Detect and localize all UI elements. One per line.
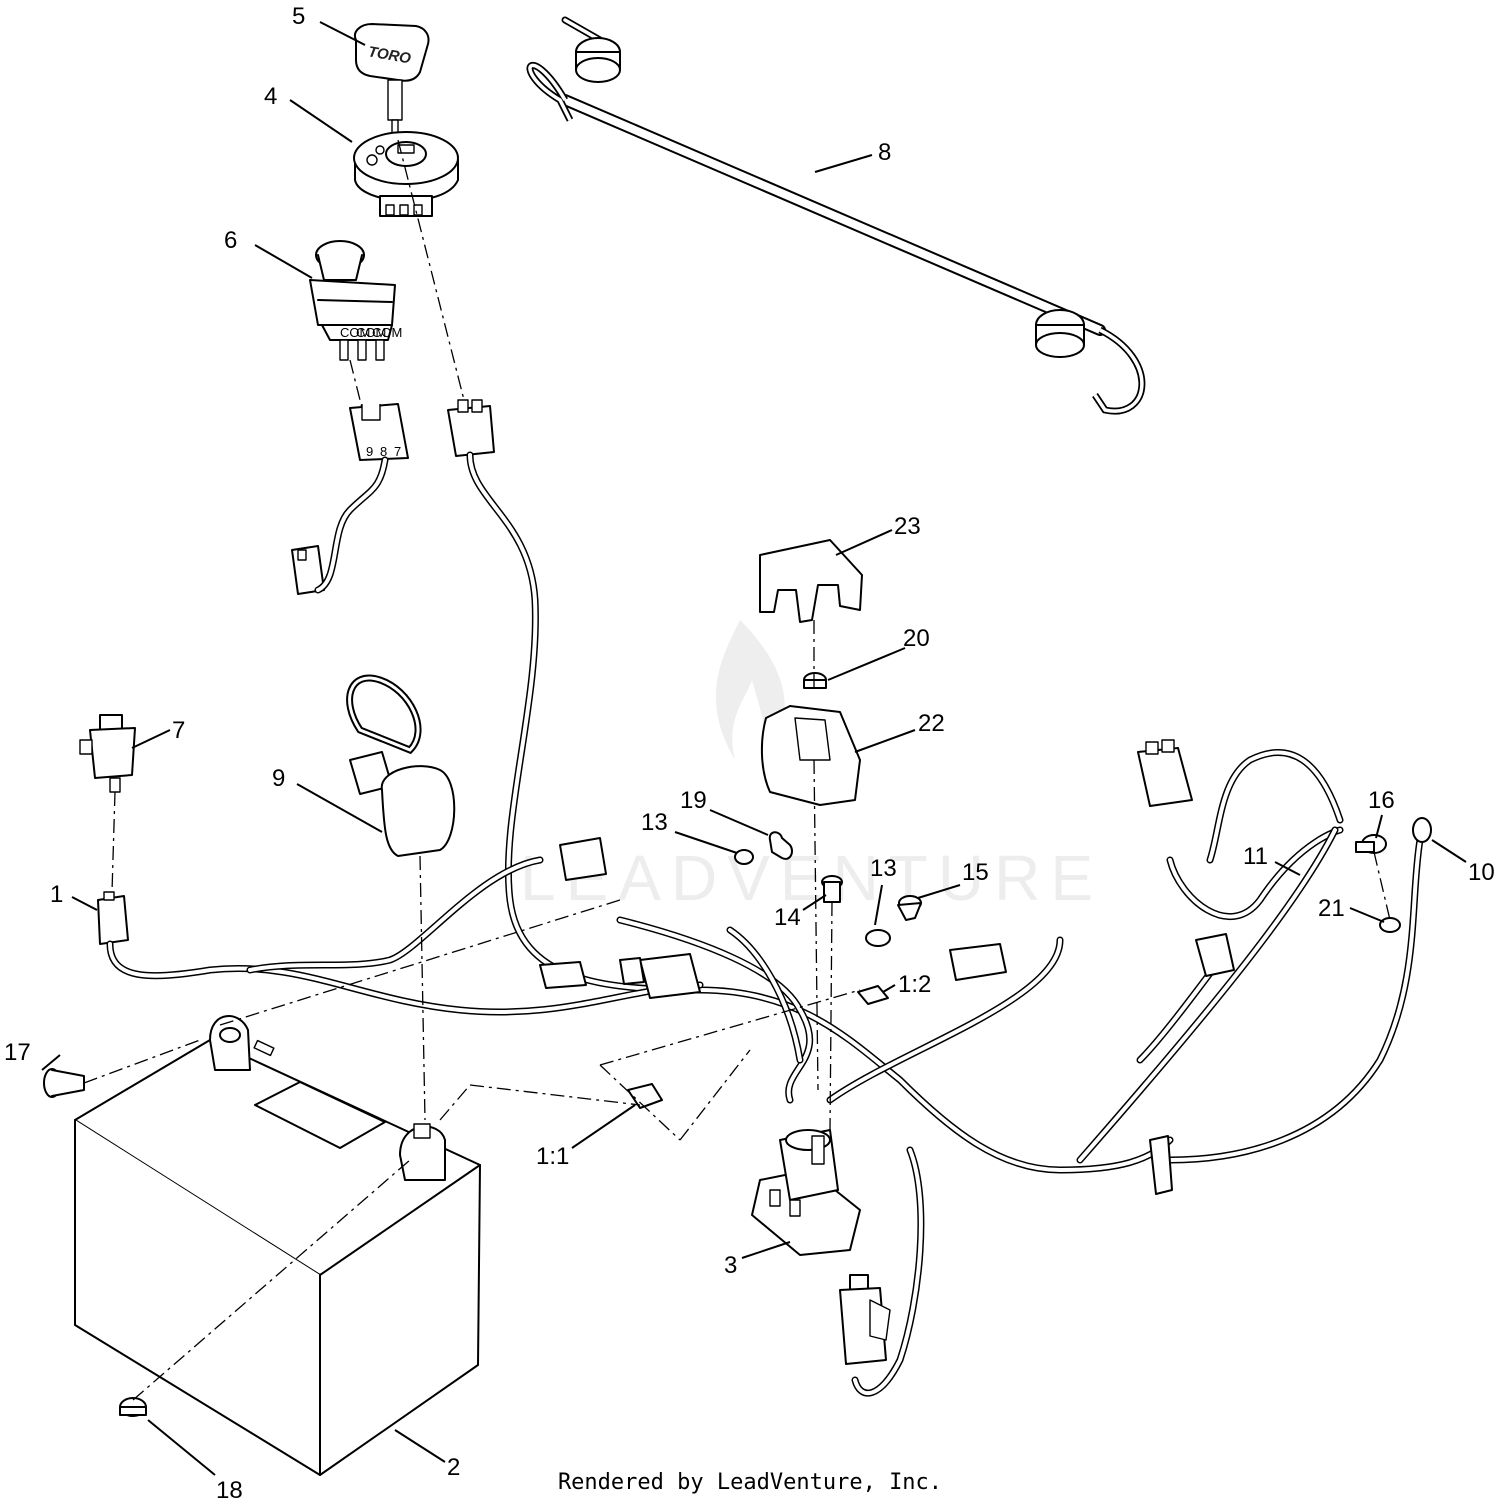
battery-bolt — [43, 1068, 85, 1098]
harness-connector-pto: 9 8 7 — [349, 403, 409, 461]
harness-connector-center — [539, 837, 701, 999]
screw-15 — [897, 895, 922, 921]
hex-nut — [803, 672, 827, 689]
callout-21: 21 — [1318, 895, 1345, 922]
ignition-key: TORO — [354, 23, 430, 141]
callout-16: 16 — [1368, 787, 1395, 814]
callout-9: 9 — [272, 765, 285, 792]
solenoid-cover — [759, 539, 863, 623]
seat-switch — [79, 714, 136, 793]
switch-terminal-label: COM — [372, 325, 402, 340]
callout-13: 13 — [870, 855, 897, 882]
callouts: 5 4 6 8 7 9 1 23 20 22 19 13 13 15 14 1:… — [4, 3, 1495, 1504]
leader-lines — [41, 21, 1467, 1476]
assembly-lines — [83, 139, 1391, 1401]
wing-nut — [768, 831, 793, 860]
fuse-1-2 — [857, 985, 889, 1005]
cable-terminal — [1412, 817, 1432, 843]
callout-3: 3 — [724, 1252, 737, 1279]
bolt-14 — [821, 875, 843, 903]
watermark-text: LEADVENTURE — [520, 842, 1103, 914]
bolt-16 — [1355, 834, 1387, 854]
callout-20: 20 — [903, 625, 930, 652]
solenoid-boot — [760, 705, 861, 806]
callout-2: 2 — [447, 1454, 460, 1481]
terminal-boot — [346, 674, 456, 857]
callout-17: 17 — [4, 1039, 31, 1066]
pto-switch: COM COM COM — [309, 240, 402, 361]
connector-pin-label: 9 — [366, 444, 373, 459]
callout-1: 1 — [50, 881, 63, 908]
callout-10: 10 — [1468, 859, 1495, 886]
callout-1-2: 1:2 — [898, 971, 931, 998]
callout-5: 5 — [292, 3, 305, 30]
fuse-1-1 — [627, 1083, 663, 1109]
callout-6: 6 — [224, 227, 237, 254]
connector-pin-label: 7 — [394, 444, 401, 459]
callout-22: 22 — [918, 710, 945, 737]
starter-solenoid — [751, 1129, 861, 1256]
harness-connector-ignition — [447, 399, 495, 457]
callout-19: 19 — [680, 787, 707, 814]
callout-4: 4 — [264, 83, 277, 110]
nut-21 — [1379, 917, 1401, 933]
footer-credit: Rendered by LeadVenture, Inc. — [557, 1470, 943, 1495]
brake-switch — [839, 1274, 891, 1365]
callout-1-1: 1:1 — [536, 1143, 569, 1170]
callout-18: 18 — [216, 1477, 243, 1504]
harness-connector-seat — [97, 891, 129, 945]
flat-washer — [734, 849, 891, 947]
callout-11: 11 — [1243, 843, 1268, 870]
callout-15: 15 — [962, 859, 989, 886]
callout-14: 14 — [774, 904, 801, 931]
callout-13: 13 — [641, 809, 668, 836]
battery-nut — [119, 1397, 147, 1417]
connector-pin-label: 8 — [380, 444, 387, 459]
callout-23: 23 — [894, 513, 921, 540]
harness-connector-right — [949, 739, 1235, 1195]
hook-rod — [526, 16, 1146, 415]
battery — [74, 1015, 481, 1476]
callout-8: 8 — [878, 139, 891, 166]
callout-7: 7 — [172, 717, 185, 744]
ignition-switch — [353, 131, 459, 217]
switch-terminal-label: COM — [356, 325, 386, 340]
switch-terminal-label: COM — [340, 325, 370, 340]
